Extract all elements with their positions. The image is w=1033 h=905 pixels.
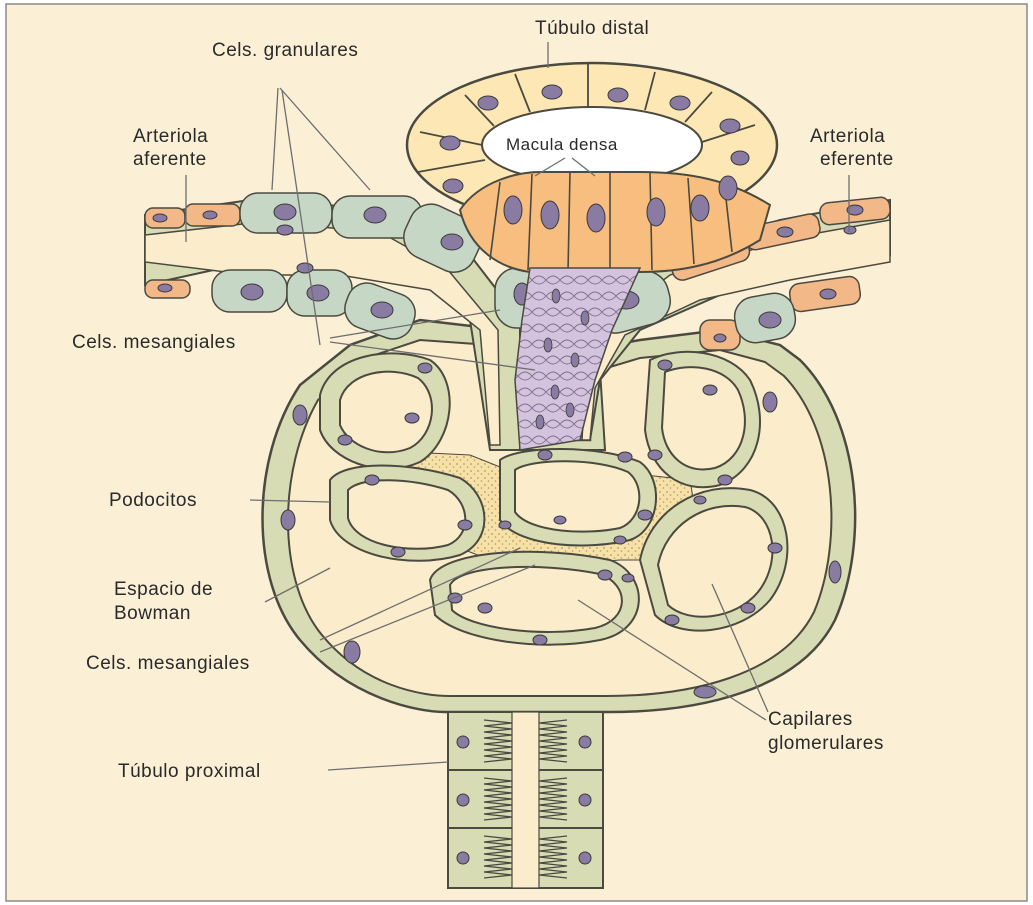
label-tubulo-distal: Túbulo distal bbox=[535, 18, 649, 39]
proximal-tubule bbox=[448, 712, 603, 888]
label-capilares-2: glomerulares bbox=[768, 733, 884, 754]
label-arteriola-aferente-2: aferente bbox=[133, 149, 207, 170]
label-arteriola-eferente-2: eferente bbox=[820, 149, 894, 170]
label-podocitos: Podocitos bbox=[109, 490, 197, 511]
label-espacio-1: Espacio de bbox=[114, 579, 213, 600]
label-capilares-1: Capilares bbox=[768, 709, 853, 730]
label-arteriola-eferente-1: Arteriola bbox=[810, 126, 885, 147]
label-espacio-2: Bowman bbox=[114, 603, 191, 624]
label-tubulo-proximal: Túbulo proximal bbox=[118, 761, 261, 782]
label-cels-granulares: Cels. granulares bbox=[212, 40, 358, 61]
label-cels-mesangiales-bottom: Cels. mesangiales bbox=[86, 653, 250, 674]
label-cels-mesangiales-top: Cels. mesangiales bbox=[72, 332, 236, 353]
label-macula-densa: Macula densa bbox=[506, 135, 618, 154]
macula-densa-cells bbox=[460, 172, 770, 272]
label-arteriola-aferente-1: Arteriola bbox=[133, 126, 208, 147]
